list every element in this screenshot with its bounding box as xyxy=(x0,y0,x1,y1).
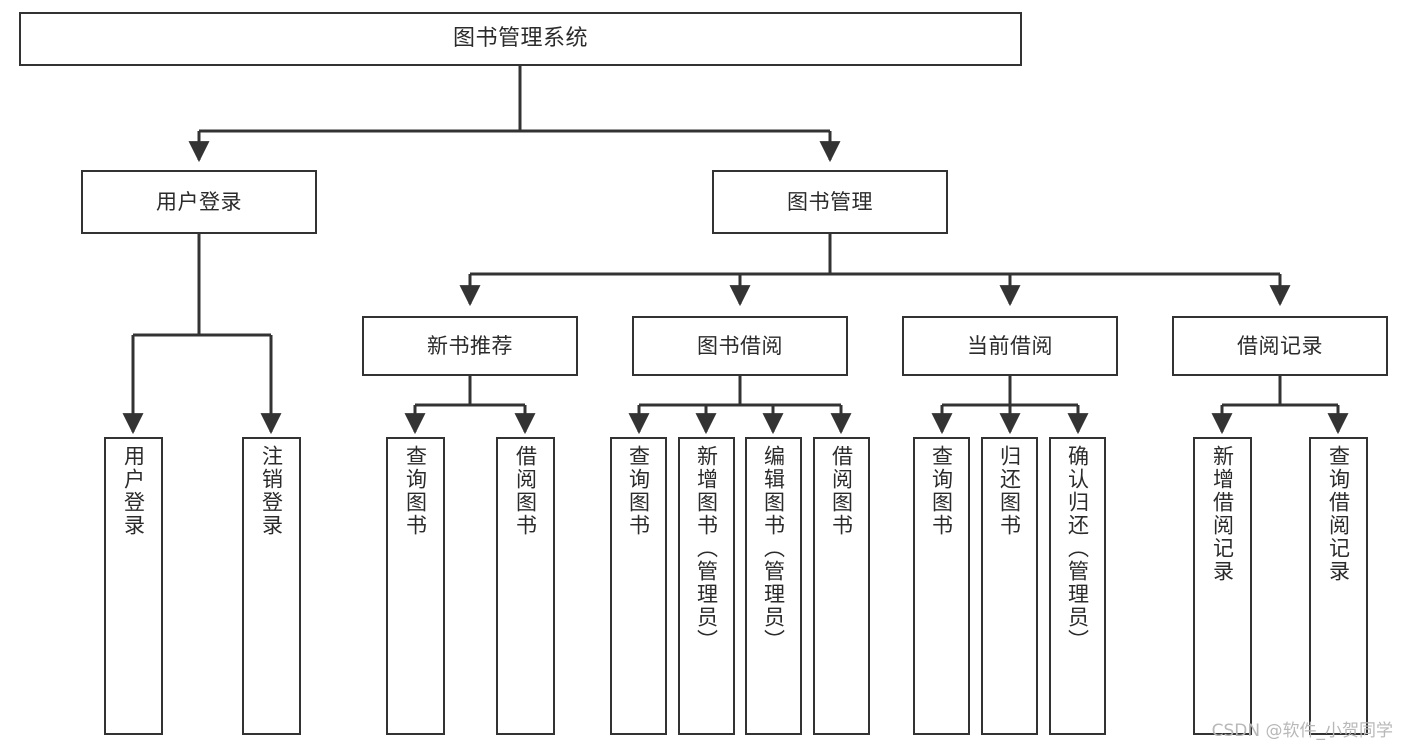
leaf-borrow-book-2[interactable]: 借阅图书 xyxy=(813,437,870,735)
node-borrow-record[interactable]: 借阅记录 xyxy=(1172,316,1388,376)
node-label: 查询图书 xyxy=(403,445,428,537)
leaf-confirm-return[interactable]: 确认归还（管理员） xyxy=(1049,437,1106,735)
node-book-management[interactable]: 图书管理 xyxy=(712,170,948,234)
leaf-logout-login[interactable]: 注销登录 xyxy=(242,437,301,735)
leaf-query-record[interactable]: 查询借阅记录 xyxy=(1309,437,1368,735)
node-label: 图书管理系统 xyxy=(452,26,588,52)
node-label: 借阅记录 xyxy=(1237,333,1323,358)
node-label: 借阅图书 xyxy=(513,445,538,537)
leaf-edit-book[interactable]: 编辑图书（管理员） xyxy=(745,437,802,735)
leaf-query-book-2[interactable]: 查询图书 xyxy=(610,437,667,735)
leaf-query-book-3[interactable]: 查询图书 xyxy=(913,437,970,735)
node-label: 编辑图书（管理员） xyxy=(761,445,786,652)
node-label: 归还图书 xyxy=(997,445,1022,537)
leaf-add-record[interactable]: 新增借阅记录 xyxy=(1193,437,1252,735)
node-book-borrow[interactable]: 图书借阅 xyxy=(632,316,848,376)
csdn-watermark: CSDN @软件_小贺同学 xyxy=(1211,721,1393,741)
node-current-borrow[interactable]: 当前借阅 xyxy=(902,316,1118,376)
node-label: 确认归还（管理员） xyxy=(1065,445,1090,652)
leaf-borrow-book-1[interactable]: 借阅图书 xyxy=(496,437,555,735)
node-label: 查询借阅记录 xyxy=(1326,445,1351,583)
node-label: 借阅图书 xyxy=(829,445,854,537)
node-user-login[interactable]: 用户登录 xyxy=(81,170,317,234)
node-label: 新书推荐 xyxy=(427,333,513,358)
node-label: 注销登录 xyxy=(259,445,284,537)
leaf-add-book[interactable]: 新增图书（管理员） xyxy=(678,437,735,735)
node-label: 当前借阅 xyxy=(967,333,1053,358)
node-label: 新增借阅记录 xyxy=(1210,445,1235,583)
leaf-user-login[interactable]: 用户登录 xyxy=(104,437,163,735)
node-label: 图书管理 xyxy=(787,189,873,214)
node-label: 查询图书 xyxy=(626,445,651,537)
node-label: 新增图书（管理员） xyxy=(694,445,719,652)
node-label: 图书借阅 xyxy=(697,333,783,358)
leaf-return-book[interactable]: 归还图书 xyxy=(981,437,1038,735)
node-new-book-recommend[interactable]: 新书推荐 xyxy=(362,316,578,376)
node-label: 用户登录 xyxy=(121,445,146,537)
node-label: 用户登录 xyxy=(156,189,242,214)
node-label: 查询图书 xyxy=(929,445,954,537)
node-root-book-management-system[interactable]: 图书管理系统 xyxy=(19,12,1022,66)
leaf-query-book-1[interactable]: 查询图书 xyxy=(386,437,445,735)
